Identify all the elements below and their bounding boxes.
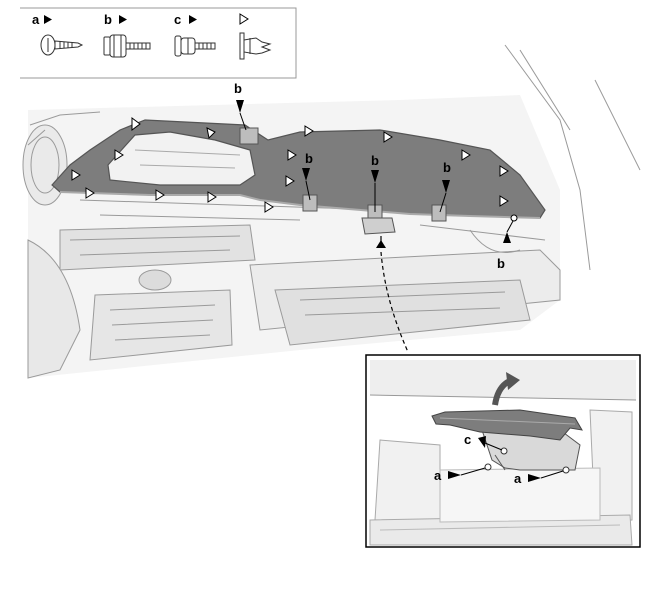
legend-arrow-clip-icon [239,13,249,25]
clip-marker-icon [499,195,509,207]
clip-marker-icon [206,127,216,140]
flange-bolt-icon [103,34,151,58]
detail-leader [376,236,409,353]
callout-c: c [464,432,471,447]
legend-arrow-a-icon [44,15,52,24]
clip-marker-icon [304,125,314,137]
callout-arrow-icon [528,474,541,482]
fastener-legend: a b c [20,7,297,79]
callout-arrow-icon [448,471,461,479]
fastener-callouts-inset: c a a [434,432,564,486]
clip-marker-icon [85,187,95,199]
callout-arrow-icon [302,168,310,181]
legend-label-b: b [104,12,112,27]
callout-arrow-icon [371,170,379,183]
legend-label-a: a [32,12,40,27]
callout-arrow-icon [442,180,450,193]
legend-arrow-b-icon [119,15,127,24]
clip-marker-icon [383,131,393,143]
callout-a-1: a [434,468,442,483]
legend-arrow-c-icon [189,15,197,24]
clip-marker-icon [114,149,124,161]
clip-marker-icon [264,201,274,213]
clip-marker-icon [131,117,141,131]
clip-marker-icon [71,169,81,181]
clip-markers [71,117,509,213]
callout-b-2: b [305,151,313,166]
clip-marker-icon [461,149,471,161]
callout-b-1: b [234,81,242,96]
clip-marker-icon [499,165,509,177]
callout-a-2: a [514,471,522,486]
callout-b-3: b [371,153,379,168]
dashboard-trim-panel [51,119,546,235]
clip-marker-icon [285,175,295,187]
tapping-screw-icon [40,34,84,56]
clip-marker-icon [155,189,165,201]
bolt-callouts-main: b b b b b [234,81,518,271]
legend-label-c: c [174,12,181,27]
dashboard-background [22,44,641,379]
inset-detail-view [365,354,641,548]
callout-b-4: b [443,160,451,175]
callout-b-5: b [497,256,505,271]
clip-marker-icon [207,191,217,203]
washer-screw-icon [174,35,216,57]
callout-arrow-icon [236,100,244,113]
clip-icon [239,32,272,60]
callout-arrow-icon [503,232,511,243]
clip-marker-icon [287,149,297,161]
callout-arrow-icon [478,436,486,448]
